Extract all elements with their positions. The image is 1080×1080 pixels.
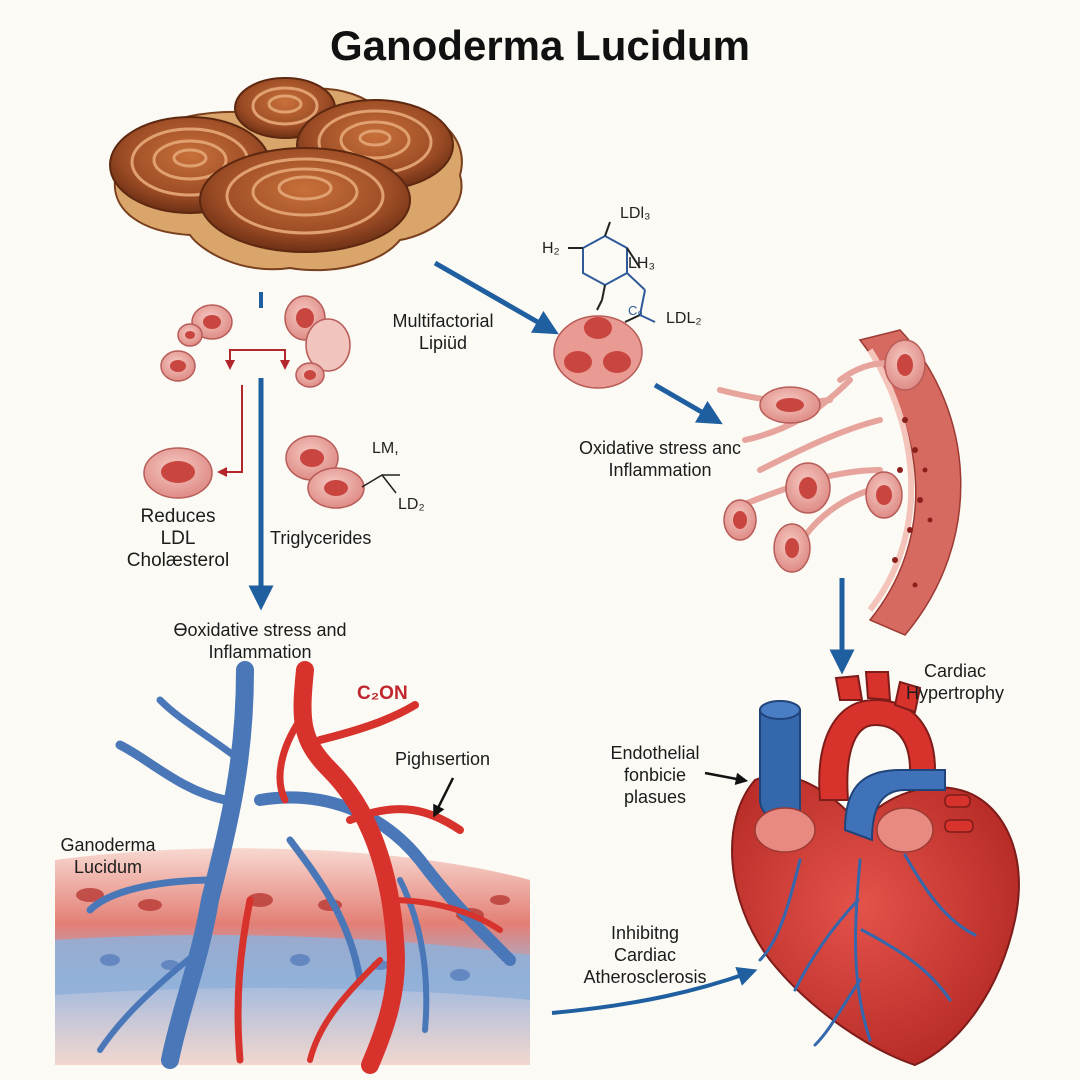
label-triglycerides: Triglycerides (270, 528, 372, 548)
chem-ldl2: LDL₂ (666, 310, 702, 327)
heart-illustration (731, 671, 1020, 1067)
red-feedback-arrows (217, 349, 290, 477)
label-line: Inflammation (608, 460, 712, 480)
label-line: Inflammation (208, 642, 312, 662)
label-line: plasues (623, 787, 687, 807)
label-endothelial-plaques: Endothelial fonbicie plasues (600, 742, 710, 808)
chem-ldl3: LDl₃ (620, 205, 651, 222)
ldl-cell-icon (143, 447, 213, 499)
label-line: Endothelial (610, 743, 700, 763)
arrow-endothelial (704, 771, 749, 785)
arrow-pighsertion (433, 777, 455, 818)
label-oxidative-stress-right: Oxidative stress anc Inflammation (560, 437, 760, 481)
ganoderma-mushroom-illustration (109, 77, 463, 272)
label-line: Oxidative stress anc (578, 438, 742, 458)
label-line: Multifactorial (392, 311, 494, 331)
label-pighsertion: Pighısertion (395, 749, 491, 769)
chem-c0: C₀ (628, 303, 643, 318)
blood-vessel-illustration (717, 329, 962, 636)
diagram-title: Ganoderma Lucidum (329, 22, 751, 69)
label-line: Cardiac (923, 661, 987, 681)
label-cardiac-hypertrophy: Cardiac Hypertrophy (885, 660, 1025, 704)
label-reduces-ldl-cholesterol: Reduces LDL Cholæsterol (108, 506, 248, 572)
label-multifactorial-lipid: Multifactorial Lipiüd (378, 310, 508, 354)
lipid-cell-cluster (553, 315, 643, 389)
arrow-inhibiting-to-heart (551, 966, 758, 1015)
label-line: Inhibitng (610, 923, 680, 943)
triglyceride-cells-icon (285, 435, 400, 509)
label-line: Ɵoxidative stress and (173, 620, 347, 640)
label-inhibiting-cardiac-atherosclerosis: Inhibitng Cardiac Atherosclerosis (560, 922, 730, 988)
chem-lh3: LH₃ (628, 255, 655, 272)
blood-cells-cluster-left (160, 292, 351, 388)
vascular-tissue-illustration (55, 661, 530, 1074)
label-line: LDL (160, 528, 196, 549)
label-oxidative-stress-center: Ɵoxidative stress and Inflammation (150, 619, 370, 663)
label-line: Hypertrophy (905, 683, 1005, 703)
label-line: Cardiac (613, 945, 677, 965)
label-line: Atherosclerosis (583, 967, 707, 987)
arrow-molecule-to-vessel (653, 382, 723, 425)
chem-h2: H₂ (542, 240, 560, 257)
label-line: Cholæsterol (126, 550, 230, 571)
chem-ld2: LD₂ (398, 496, 425, 513)
chem-lm: LM, (372, 440, 399, 457)
arrow-mushroom-to-molecule (433, 260, 559, 335)
label-c2on: C₂ON (357, 683, 408, 704)
label-line: Lipiüd (418, 333, 468, 353)
lipid-molecule-structure (568, 221, 656, 323)
label-line: fonbicie (623, 765, 687, 785)
label-line: Reduces (140, 506, 216, 527)
label-ganoderma-lucidum-small: Ganoderma Lucidum (38, 834, 178, 878)
label-line: Ganoderma (60, 835, 156, 855)
label-line: Lucidum (73, 857, 143, 877)
